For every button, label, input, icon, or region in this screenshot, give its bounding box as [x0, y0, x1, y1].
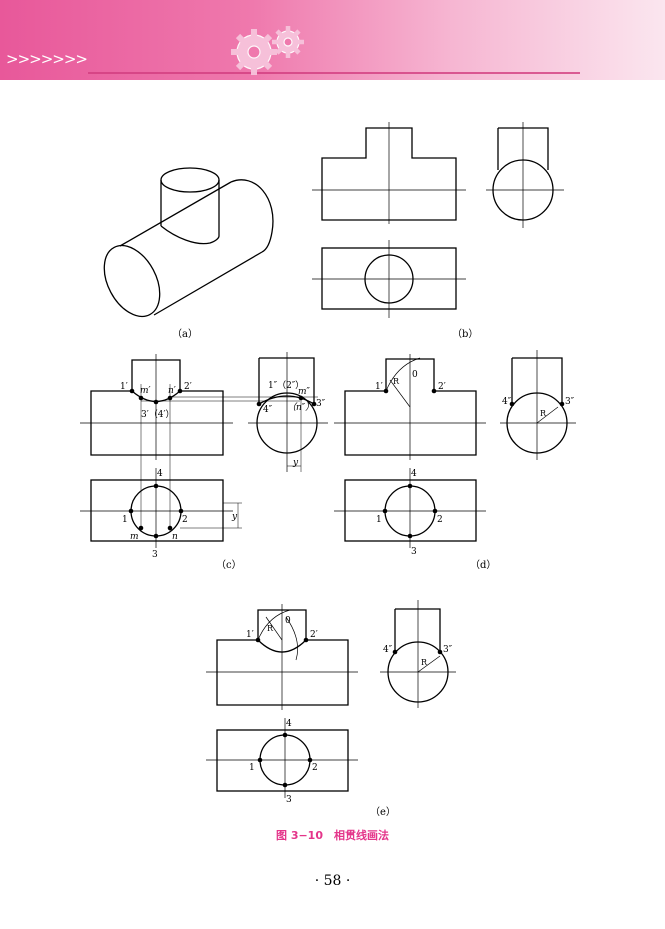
label-4-d: 4	[411, 469, 417, 479]
label-1-prime-c: 1′	[120, 382, 128, 392]
label-n-dprime-c: （n″）	[287, 402, 314, 413]
figure-caption: 图 3−10 相贯线画法	[275, 829, 389, 842]
label-2-d: 2	[437, 515, 443, 525]
label-2-prime-d: 2′	[438, 382, 446, 392]
label-2-c: 2	[182, 515, 188, 525]
page-header-band	[0, 0, 665, 80]
label-3-4-prime-c: 3′（4′）	[141, 409, 175, 420]
label-radius-e: R	[267, 624, 274, 633]
label-n-c: n	[172, 532, 178, 542]
pictorial-view-a	[103, 167, 274, 318]
label-3-e: 3	[286, 795, 292, 805]
subcaption-c: （c）	[216, 559, 242, 571]
label-3-dprime-c: 3″	[316, 399, 326, 409]
label-1-2-dprime-c: 1″（2″）	[268, 380, 304, 391]
dimension-y-side: y	[292, 458, 299, 468]
label-1-d: 1	[376, 515, 382, 525]
construction-views-e	[206, 600, 456, 798]
label-2-prime-e: 2′	[310, 630, 318, 640]
label-m-c: m	[130, 532, 139, 542]
subcaption-d: （d）	[470, 559, 496, 571]
subcaption-b: （b）	[452, 328, 478, 340]
label-1-e: 1	[249, 763, 255, 773]
label-radius-side-e: R	[421, 658, 428, 667]
label-3-d: 3	[411, 547, 417, 557]
dimension-y-top: y	[231, 512, 238, 522]
gear-icon	[231, 26, 304, 75]
label-m-prime-c: m′	[140, 386, 151, 396]
label-4-e: 4	[286, 719, 292, 729]
construction-views-c	[80, 352, 328, 548]
label-3-dprime-e: 3″	[443, 645, 453, 655]
label-2-prime-c: 2′	[184, 382, 192, 392]
subcaption-e: （e）	[370, 806, 396, 818]
label-4-dprime-e: 4″	[383, 645, 393, 655]
label-4-c: 4	[157, 469, 163, 479]
label-center-0-e: 0	[285, 616, 291, 626]
label-2-e: 2	[312, 763, 318, 773]
chevron-decoration: >>>>>>>	[6, 50, 88, 68]
label-1-prime-d: 1′	[375, 382, 383, 392]
label-3-c: 3	[152, 550, 158, 560]
label-n-prime-c: n′	[168, 386, 176, 396]
label-m-dprime-c: m″	[298, 387, 311, 397]
label-4-dprime-d: 4″	[502, 397, 512, 407]
page-number: · 58 ·	[314, 873, 351, 889]
label-radius-d: R	[393, 377, 400, 386]
orthographic-views-b	[312, 122, 564, 318]
subcaption-a: （a）	[172, 328, 198, 340]
label-center-0-d: 0	[412, 370, 418, 380]
label-3-dprime-d: 3″	[565, 397, 575, 407]
label-4-dprime-c: 4″	[263, 405, 273, 415]
header-rule	[88, 72, 580, 74]
label-1-prime-e: 1′	[246, 630, 254, 640]
construction-views-d	[334, 350, 576, 548]
label-radius-side-d: R	[540, 409, 547, 418]
label-1-c: 1	[122, 515, 128, 525]
